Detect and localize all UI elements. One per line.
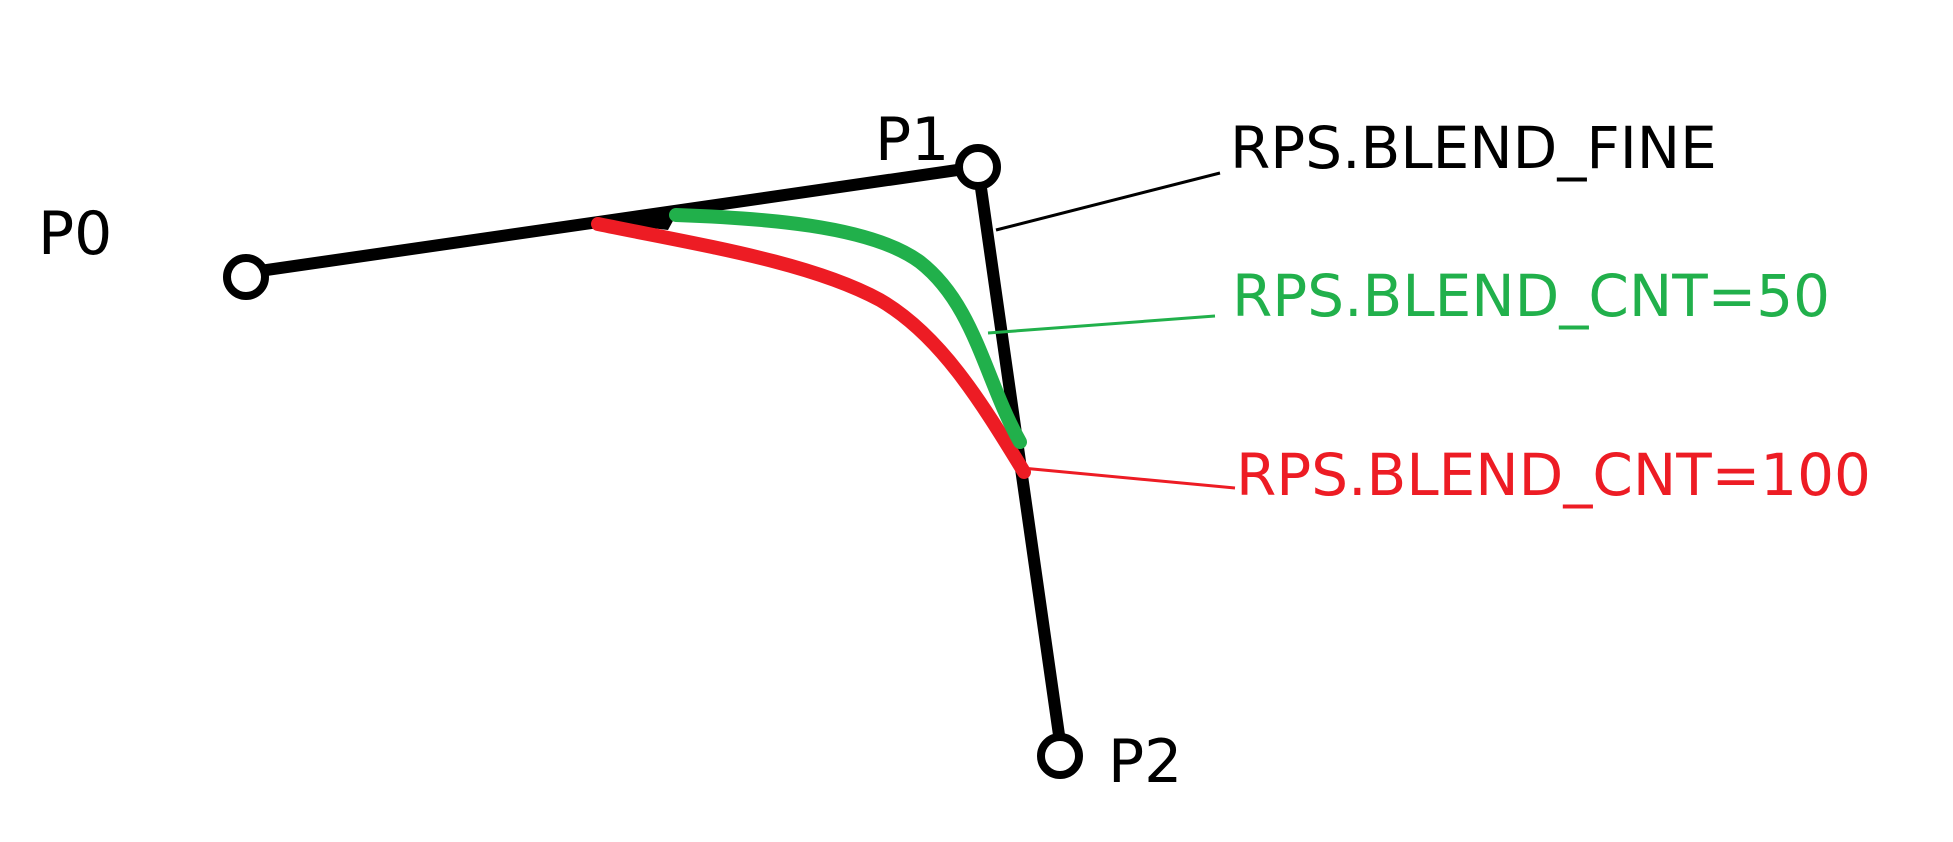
label-blend-cnt100: RPS.BLEND_CNT=100 [1236, 441, 1871, 509]
blend-curve-cnt50 [669, 208, 1027, 449]
blend-start-wedge [600, 208, 680, 230]
point-p1-label: P1 [875, 105, 949, 175]
leader-line-cnt100 [1021, 466, 1236, 490]
leader-line-fine [995, 171, 1221, 232]
label-blend-cnt50: RPS.BLEND_CNT=50 [1232, 262, 1830, 330]
leader-line-cnt50 [987, 314, 1216, 335]
point-p1-marker [955, 144, 1001, 190]
point-p0-marker [223, 254, 269, 300]
point-p2-marker [1037, 733, 1083, 779]
label-blend-fine: RPS.BLEND_FINE [1230, 114, 1717, 182]
point-p0-label: P0 [38, 199, 112, 269]
blend-curve-cnt100 [591, 217, 1031, 479]
point-p2-label: P2 [1108, 727, 1182, 797]
